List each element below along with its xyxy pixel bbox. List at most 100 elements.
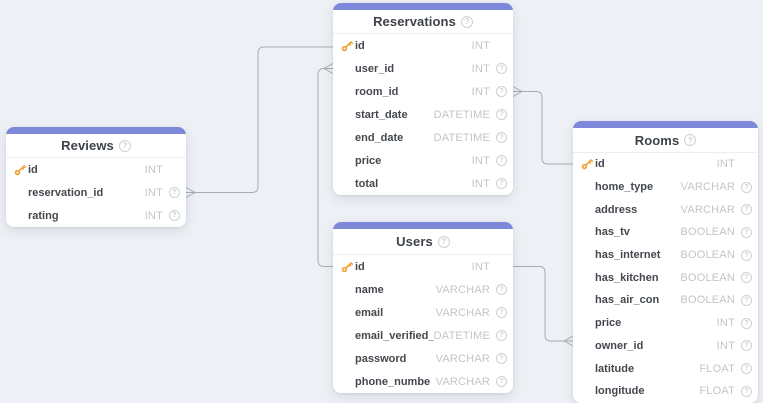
table-reservations[interactable]: Reservations ? id INT ? user_id I — [333, 3, 513, 195]
column-row[interactable]: owner_id INT ? — [573, 334, 758, 358]
note-icon[interactable]: ? — [741, 249, 752, 261]
table-help-icon[interactable]: ? — [460, 15, 473, 28]
column-list: id INT ? home_type VARCHAR ? address V — [573, 153, 758, 403]
column-type: INT — [716, 339, 735, 352]
table-help-icon[interactable]: ? — [118, 139, 131, 152]
column-type: VARCHAR — [680, 181, 735, 194]
note-icon[interactable]: ? — [741, 363, 752, 375]
column-row[interactable]: home_type VARCHAR ? — [573, 175, 758, 199]
column-row[interactable]: longitude FLOAT ? — [573, 379, 758, 403]
column-name: reservation_id — [28, 186, 104, 199]
note-icon[interactable]: ? — [741, 226, 752, 238]
note-icon[interactable]: ? — [169, 187, 180, 198]
column-row[interactable]: end_date DATETIME ? — [333, 126, 513, 149]
note-icon[interactable]: ? — [496, 86, 507, 97]
table-header[interactable]: Reservations ? — [333, 10, 513, 34]
note-icon[interactable]: ? — [169, 210, 180, 221]
column-type: BOOLEAN — [680, 294, 735, 307]
note-icon[interactable]: ? — [496, 376, 507, 387]
column-type: INT — [144, 163, 163, 176]
column-name: latitude — [595, 362, 635, 375]
note-icon[interactable]: ? — [741, 385, 752, 397]
table-help-icon[interactable]: ? — [437, 235, 450, 248]
column-row[interactable]: start_date DATETIME ? — [333, 103, 513, 126]
column-name: id — [355, 39, 365, 52]
column-row[interactable]: id INT ? — [573, 153, 758, 176]
column-type: INT — [471, 154, 490, 167]
column-row[interactable]: name VARCHAR ? — [333, 278, 513, 301]
table-header[interactable]: Rooms ? — [573, 128, 758, 153]
column-row[interactable]: phone_numbe VARCHAR ? — [333, 370, 513, 393]
note-icon[interactable]: ? — [496, 307, 507, 318]
column-row[interactable]: total INT ? — [333, 172, 513, 195]
column-row[interactable]: price INT ? — [333, 149, 513, 172]
column-row[interactable]: password VARCHAR ? — [333, 347, 513, 370]
column-name: id — [355, 260, 365, 273]
column-type: INT — [471, 39, 490, 52]
relationship-rooms-reservations[interactable] — [512, 86, 574, 165]
note-icon[interactable]: ? — [741, 294, 752, 306]
column-name: email_verified_ — [355, 329, 434, 342]
note-icon[interactable]: ? — [496, 330, 507, 341]
note-icon[interactable]: ? — [496, 155, 507, 166]
column-row[interactable]: reservation_id INT ? — [6, 181, 186, 204]
table-header[interactable]: Reviews ? — [6, 134, 186, 158]
note-icon[interactable]: ? — [496, 63, 507, 74]
column-name: rating — [28, 209, 59, 222]
canvas-edge — [0, 403, 763, 410]
column-row[interactable]: rating INT ? — [6, 204, 186, 227]
note-icon[interactable]: ? — [496, 178, 507, 189]
column-type: BOOLEAN — [680, 271, 735, 284]
note-icon[interactable]: ? — [741, 317, 752, 329]
column-row[interactable]: user_id INT ? — [333, 57, 513, 80]
relationship-reservations-reviews[interactable] — [185, 46, 334, 198]
column-row[interactable]: email_verified_ DATETIME ? — [333, 324, 513, 347]
column-name: total — [355, 177, 379, 190]
column-row[interactable]: price INT ? — [573, 311, 758, 335]
table-users[interactable]: Users ? id INT ? name VARCHAR — [333, 222, 513, 393]
column-row[interactable]: has_tv BOOLEAN ? — [573, 221, 758, 244]
column-type: BOOLEAN — [680, 249, 735, 262]
column-type: INT — [471, 260, 490, 273]
note-icon[interactable]: ? — [496, 109, 507, 120]
table-accent-bar — [333, 222, 513, 229]
primary-key-icon — [14, 164, 28, 176]
relationship-users-rooms[interactable] — [512, 266, 574, 347]
note-icon[interactable]: ? — [741, 340, 752, 352]
note-icon[interactable]: ? — [496, 353, 507, 364]
column-row[interactable]: address VARCHAR ? — [573, 198, 758, 222]
column-row[interactable]: has_air_con BOOLEAN ? — [573, 289, 758, 312]
column-type: INT — [144, 209, 163, 222]
column-type: INT — [716, 158, 735, 171]
table-header[interactable]: Users ? — [333, 229, 513, 255]
note-icon[interactable]: ? — [741, 181, 752, 193]
column-type: INT — [471, 85, 490, 98]
column-row[interactable]: email VARCHAR ? — [333, 301, 513, 324]
column-type: VARCHAR — [435, 375, 490, 388]
table-rooms[interactable]: Rooms ? id INT ? home_type VARCHA — [573, 121, 758, 403]
column-type: INT — [471, 62, 490, 75]
column-row[interactable]: room_id INT ? — [333, 80, 513, 103]
note-icon[interactable]: ? — [496, 132, 507, 143]
table-title: Rooms — [634, 132, 680, 148]
column-row[interactable]: id INT ? — [333, 255, 513, 278]
column-row[interactable]: has_kitchen BOOLEAN ? — [573, 266, 758, 290]
column-row[interactable]: has_internet BOOLEAN ? — [573, 243, 758, 267]
note-icon[interactable]: ? — [741, 204, 752, 216]
table-help-icon[interactable]: ? — [684, 134, 697, 146]
note-icon[interactable]: ? — [741, 272, 752, 284]
column-name: has_tv — [595, 226, 630, 239]
column-row[interactable]: latitude FLOAT ? — [573, 357, 758, 380]
column-type: FLOAT — [699, 385, 735, 398]
column-type: INT — [716, 317, 735, 330]
column-type: DATETIME — [433, 329, 490, 342]
column-row[interactable]: id INT ? — [6, 158, 186, 181]
column-name: email — [355, 306, 384, 319]
relationship-users-reservations[interactable] — [317, 63, 334, 267]
primary-key-icon — [341, 40, 355, 52]
note-icon[interactable]: ? — [496, 284, 507, 295]
column-type: VARCHAR — [435, 352, 490, 365]
column-row[interactable]: id INT ? — [333, 34, 513, 57]
table-reviews[interactable]: Reviews ? id INT ? reservation_id — [6, 127, 186, 227]
